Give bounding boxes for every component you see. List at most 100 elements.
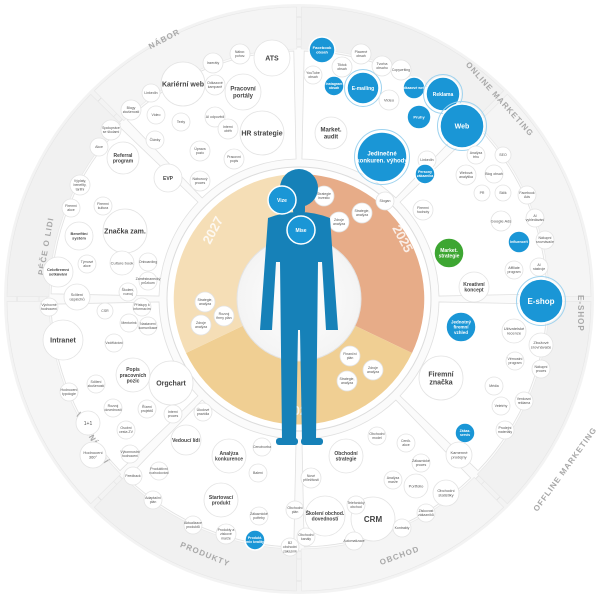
node-one-on-one[interactable]: 1+1: [75, 410, 101, 436]
node-zakaz-servis[interactable]: Zákaz.servis: [454, 422, 476, 444]
node-in-4[interactable]: Strategie,analýza: [194, 291, 216, 313]
node-pece-1[interactable]: Výplaty,benefity,tarifní: [69, 174, 91, 196]
node-market-audit[interactable]: Market.audit: [314, 116, 348, 150]
node-vize[interactable]: Vize: [267, 185, 297, 215]
node-in-9[interactable]: Strategie,analýza: [336, 370, 358, 392]
node-nabor-12[interactable]: Akce: [89, 137, 109, 157]
node-pece-13[interactable]: Vzdělávání: [104, 333, 124, 353]
node-pece-10[interactable]: CSR: [96, 302, 114, 320]
node-produkt-mix[interactable]: Produkt.mix kvality: [244, 529, 266, 551]
node-obchod-11[interactable]: Automatizace: [343, 531, 365, 551]
node-nabor-4[interactable]: LinkedIn: [141, 83, 161, 103]
node-influencer[interactable]: Influenceři: [507, 230, 531, 254]
node-nabor-5[interactable]: Video: [146, 105, 166, 125]
node-e-mailing[interactable]: E-mailing: [344, 69, 382, 107]
node-onl-14[interactable]: Sklik: [494, 184, 512, 202]
node-karierni-web[interactable]: Kariérní web: [160, 61, 206, 107]
node-video[interactable]: Video: [378, 89, 400, 111]
node-nabor-1[interactable]: Nábor.pohov.: [229, 43, 251, 65]
node-onl-16[interactable]: Google Ads: [490, 210, 512, 232]
node-nabor-10[interactable]: Články: [145, 130, 165, 150]
node-pece-11[interactable]: Mentorink: [119, 313, 139, 333]
node-onl-11[interactable]: PR: [473, 184, 491, 202]
node-pece-7[interactable]: Školení,rozvoj: [118, 282, 138, 302]
node-off-3[interactable]: Veletrhy: [491, 396, 511, 416]
node-prod-2[interactable]: Balení: [248, 463, 268, 483]
node-in-3[interactable]: Strategie,analýza: [351, 202, 373, 224]
node-onl-10[interactable]: Blog obsah: [484, 164, 504, 184]
node-onl-5[interactable]: Copywriting: [390, 59, 412, 81]
node-obchod-9[interactable]: Kontrakty: [392, 518, 412, 538]
node-pece-5[interactable]: Onboarding: [138, 252, 158, 272]
node-odkaz-webu[interactable]: Odkazové webu: [401, 76, 427, 100]
node-nabor-7[interactable]: AI odpovědi: [204, 106, 226, 128]
node-evp[interactable]: EVP: [153, 163, 183, 193]
node-ats[interactable]: ATS: [253, 39, 291, 77]
node-web[interactable]: Web: [437, 101, 487, 151]
node-hr-strategie[interactable]: HR strategie: [239, 110, 285, 156]
node-prod-1[interactable]: Cenotvorba: [252, 437, 272, 457]
node-eshop[interactable]: E-shop: [516, 276, 566, 326]
node-znacka-zam[interactable]: Značka zam.: [102, 208, 148, 254]
node-mise[interactable]: Mise: [286, 215, 316, 245]
node-orgchart[interactable]: Orgchart: [148, 360, 194, 406]
node-portfolio[interactable]: Portfolio: [403, 473, 429, 499]
node-onl-8[interactable]: SEO: [494, 146, 512, 164]
node-pruhy[interactable]: Pruhy: [406, 104, 432, 130]
node-skoleni[interactable]: Školení obchod.dovedností: [304, 495, 346, 537]
